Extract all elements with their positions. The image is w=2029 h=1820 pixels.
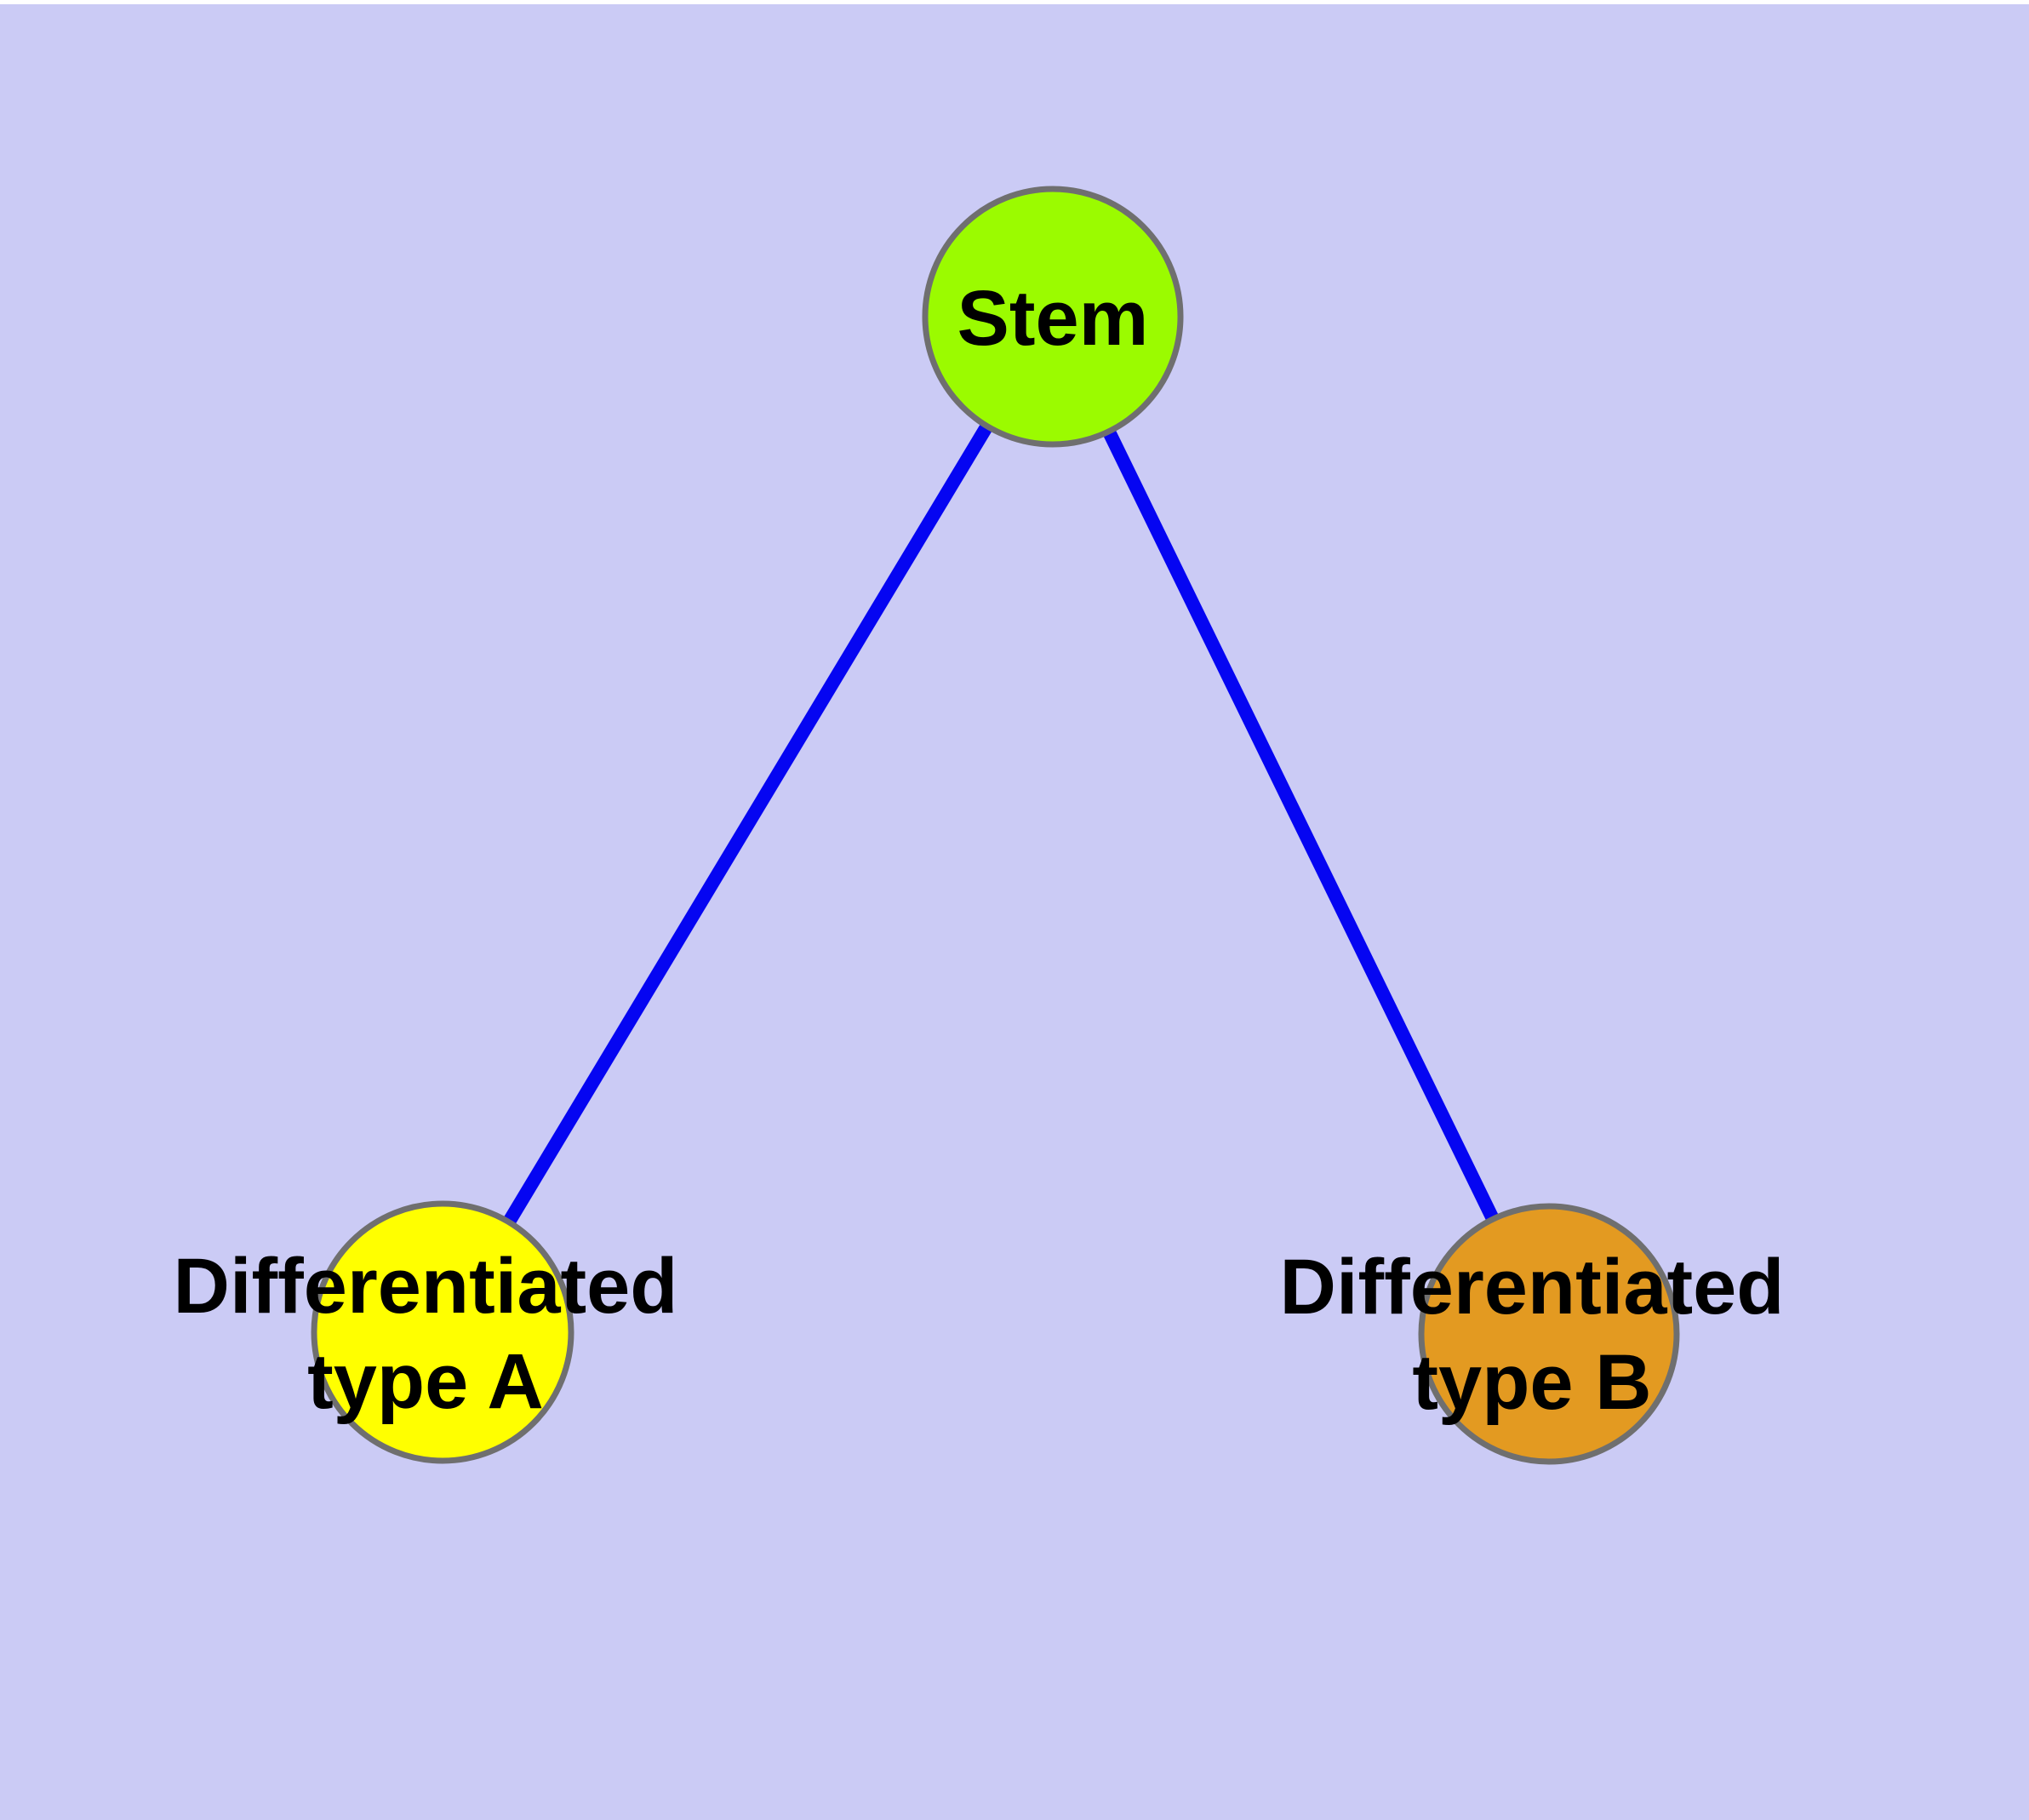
edge-stem-to-type-b (1046, 313, 1556, 1337)
node-differentiated-type-b[interactable] (1418, 1203, 1680, 1465)
top-white-strip (0, 0, 2029, 4)
node-differentiated-type-b-label-line2: type B (1412, 1339, 1651, 1426)
node-stem-label: Stem (957, 275, 1149, 362)
node-stem[interactable] (922, 186, 1184, 448)
node-differentiated-type-b-label-line1: Differentiated (1280, 1244, 1785, 1331)
node-differentiated-type-a-label-line1: Differentiated (174, 1243, 678, 1330)
edge-stem-to-type-a (437, 312, 1059, 1336)
node-differentiated-type-a-label-line2: type A (307, 1338, 544, 1425)
node-differentiated-type-a[interactable] (311, 1200, 574, 1464)
